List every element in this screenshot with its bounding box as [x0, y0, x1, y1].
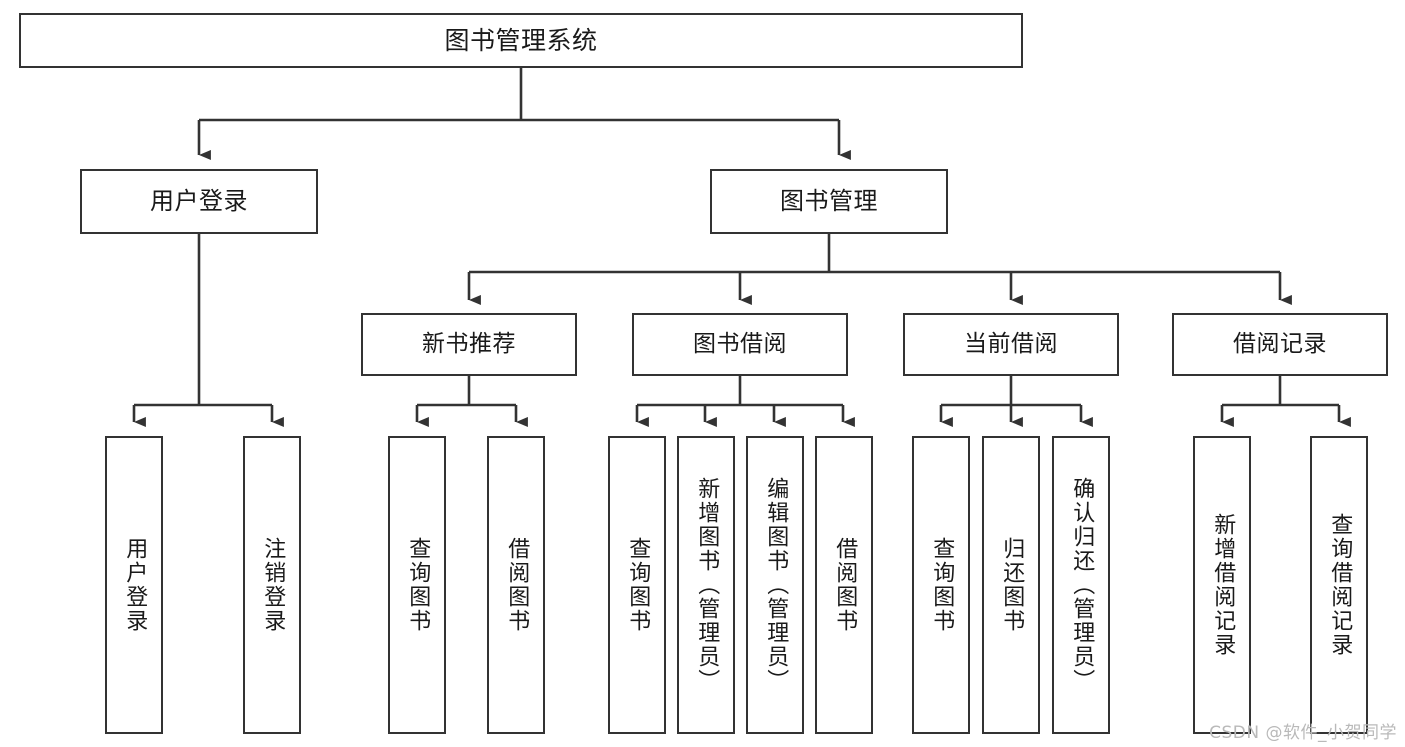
node-new-book-recommend[interactable]: 新书推荐 [361, 313, 577, 376]
node-root-book-management-system[interactable]: 图书管理系统 [19, 13, 1023, 68]
node-leaf-user-login[interactable]: 用户登录 [105, 436, 163, 734]
node-label: 查询借阅记录 [1327, 513, 1353, 657]
node-leaf-query-book-2[interactable]: 查询图书 [608, 436, 666, 734]
node-label: 查询图书 [929, 537, 955, 633]
node-leaf-query-record[interactable]: 查询借阅记录 [1310, 436, 1368, 734]
node-label: 新增图书（管理员） [694, 477, 720, 693]
node-label: 确认归还（管理员） [1069, 477, 1095, 693]
node-label: 新书推荐 [422, 330, 516, 357]
node-leaf-query-book-1[interactable]: 查询图书 [388, 436, 446, 734]
node-user-login[interactable]: 用户登录 [80, 169, 318, 234]
node-leaf-query-book-3[interactable]: 查询图书 [912, 436, 970, 734]
node-label: 借阅记录 [1233, 330, 1327, 357]
node-leaf-logout-login[interactable]: 注销登录 [243, 436, 301, 734]
node-book-management[interactable]: 图书管理 [710, 169, 948, 234]
node-label: 查询图书 [405, 537, 431, 633]
node-label: 注销登录 [260, 537, 286, 633]
node-leaf-edit-book[interactable]: 编辑图书（管理员） [746, 436, 804, 734]
node-book-borrow[interactable]: 图书借阅 [632, 313, 848, 376]
node-label: 借阅图书 [832, 537, 858, 633]
csdn-watermark: CSDN @软件_小贺同学 [1209, 723, 1397, 743]
node-leaf-add-record[interactable]: 新增借阅记录 [1193, 436, 1251, 734]
node-label: 归还图书 [999, 537, 1025, 633]
node-label: 编辑图书（管理员） [763, 477, 789, 693]
node-leaf-confirm-return[interactable]: 确认归还（管理员） [1052, 436, 1110, 734]
node-label: 图书管理 [780, 187, 878, 216]
node-current-borrow[interactable]: 当前借阅 [903, 313, 1119, 376]
node-label: 新增借阅记录 [1210, 513, 1236, 657]
node-label: 用户登录 [150, 187, 248, 216]
node-label: 图书管理系统 [444, 25, 598, 55]
node-label: 查询图书 [625, 537, 651, 633]
node-leaf-borrow-book-2[interactable]: 借阅图书 [815, 436, 873, 734]
node-label: 当前借阅 [964, 330, 1058, 357]
node-leaf-add-book[interactable]: 新增图书（管理员） [677, 436, 735, 734]
node-label: 图书借阅 [693, 330, 787, 357]
node-borrow-record[interactable]: 借阅记录 [1172, 313, 1388, 376]
node-label: 借阅图书 [504, 537, 530, 633]
node-leaf-borrow-book-1[interactable]: 借阅图书 [487, 436, 545, 734]
node-label: 用户登录 [122, 537, 148, 633]
node-leaf-return-book[interactable]: 归还图书 [982, 436, 1040, 734]
